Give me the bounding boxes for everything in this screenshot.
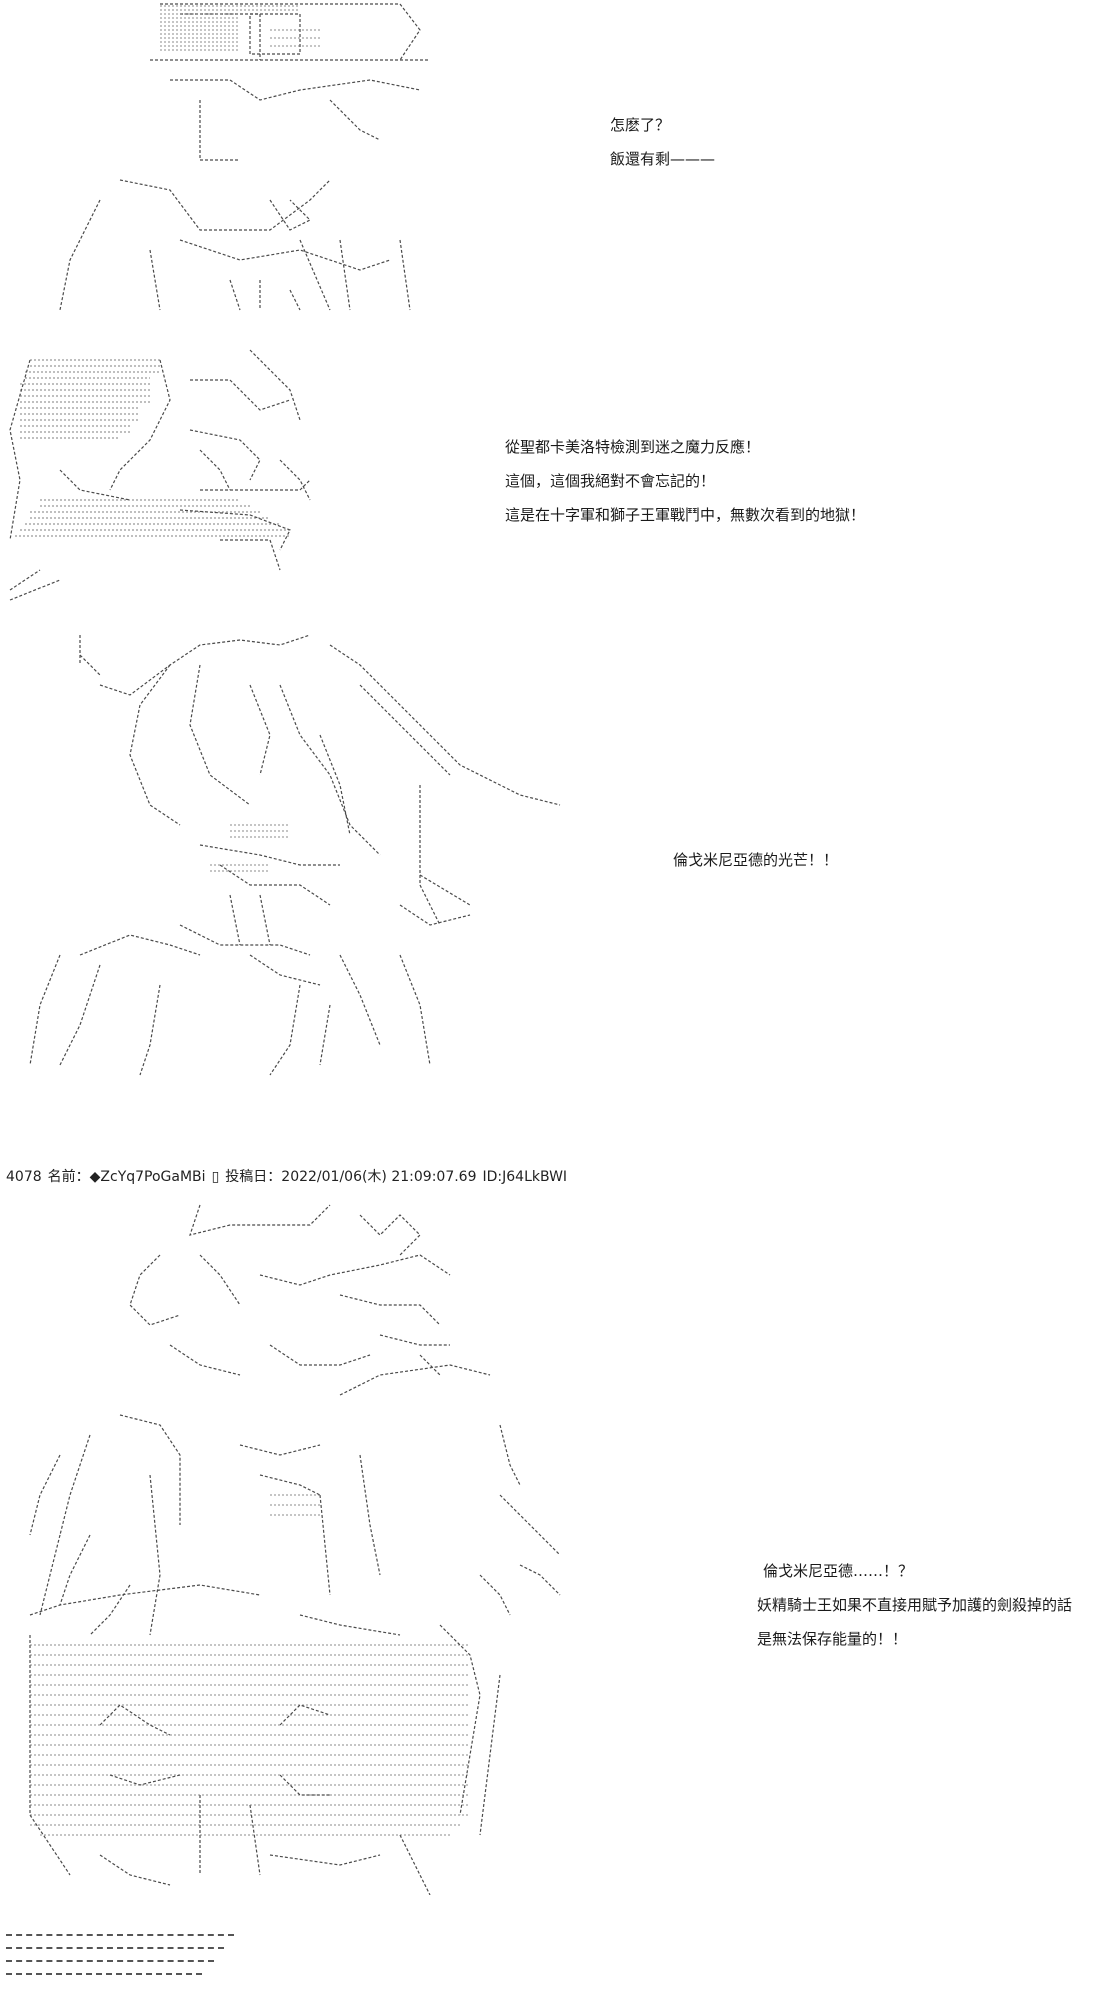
dialogue-line: 這是在十字軍和獅子王軍戰鬥中，無數次看到的地獄！	[505, 506, 866, 524]
rule-line	[6, 1947, 224, 1949]
ascii-art-long-hair-figure	[0, 340, 330, 610]
ascii-art-robed-figure	[0, 0, 440, 320]
panel-2-dialogue: 從聖都卡美洛特檢測到迷之魔力反應！ 這個，這個我絕對不會忘記的！ 這是在十字軍和…	[505, 430, 865, 532]
dialogue-line: 飯還有剩———	[610, 150, 716, 168]
dialogue-line: 從聖都卡美洛特檢測到迷之魔力反應！	[505, 438, 761, 456]
post-name-label: 名前：	[47, 1169, 90, 1185]
dialogue-line: 這個，這個我絕對不會忘記的！	[505, 472, 716, 490]
panel-4-dialogue: 倫戈米尼亞德……！？ 妖精騎士王如果不直接用賦予加護的劍殺掉的話 是無法保存能量…	[757, 1554, 1072, 1656]
rule-line	[6, 1973, 202, 1975]
dialogue-line: 是無法保存能量的！！	[757, 1630, 908, 1648]
dialogue-line: 怎麽了？	[610, 116, 671, 134]
post-box-glyph: ▯	[211, 1169, 220, 1185]
rule-line	[6, 1934, 234, 1936]
post-author: ◆ZcYq7PoGaMBi	[89, 1169, 206, 1185]
post-number: 4078	[6, 1169, 42, 1185]
post-header: 4078 名前：◆ZcYq7PoGaMBi ▯ 投稿日：2022/01/06(木) 2…	[6, 1166, 573, 1186]
dialogue-line: 妖精騎士王如果不直接用賦予加護的劍殺掉的話	[757, 1596, 1073, 1614]
post-date-label: 投稿日：	[225, 1169, 282, 1185]
ascii-art-flowing-hair-figure	[0, 625, 580, 1085]
dialogue-line: 倫戈米尼亞德的光芒！！	[673, 851, 839, 869]
post-id: ID:J64LkBWI	[482, 1169, 568, 1185]
post-date: 2022/01/06(木) 21:09:07.69	[281, 1169, 477, 1185]
rule-line	[6, 1960, 214, 1962]
dialogue-line: 倫戈米尼亞德……！？	[763, 1562, 914, 1580]
ascii-art-rule-block	[6, 1934, 236, 1986]
panel-1-dialogue: 怎麽了？ 飯還有剩———	[610, 108, 715, 176]
panel-3-dialogue: 倫戈米尼亞德的光芒！！	[673, 843, 838, 877]
ascii-art-winged-figure	[0, 1195, 580, 1895]
